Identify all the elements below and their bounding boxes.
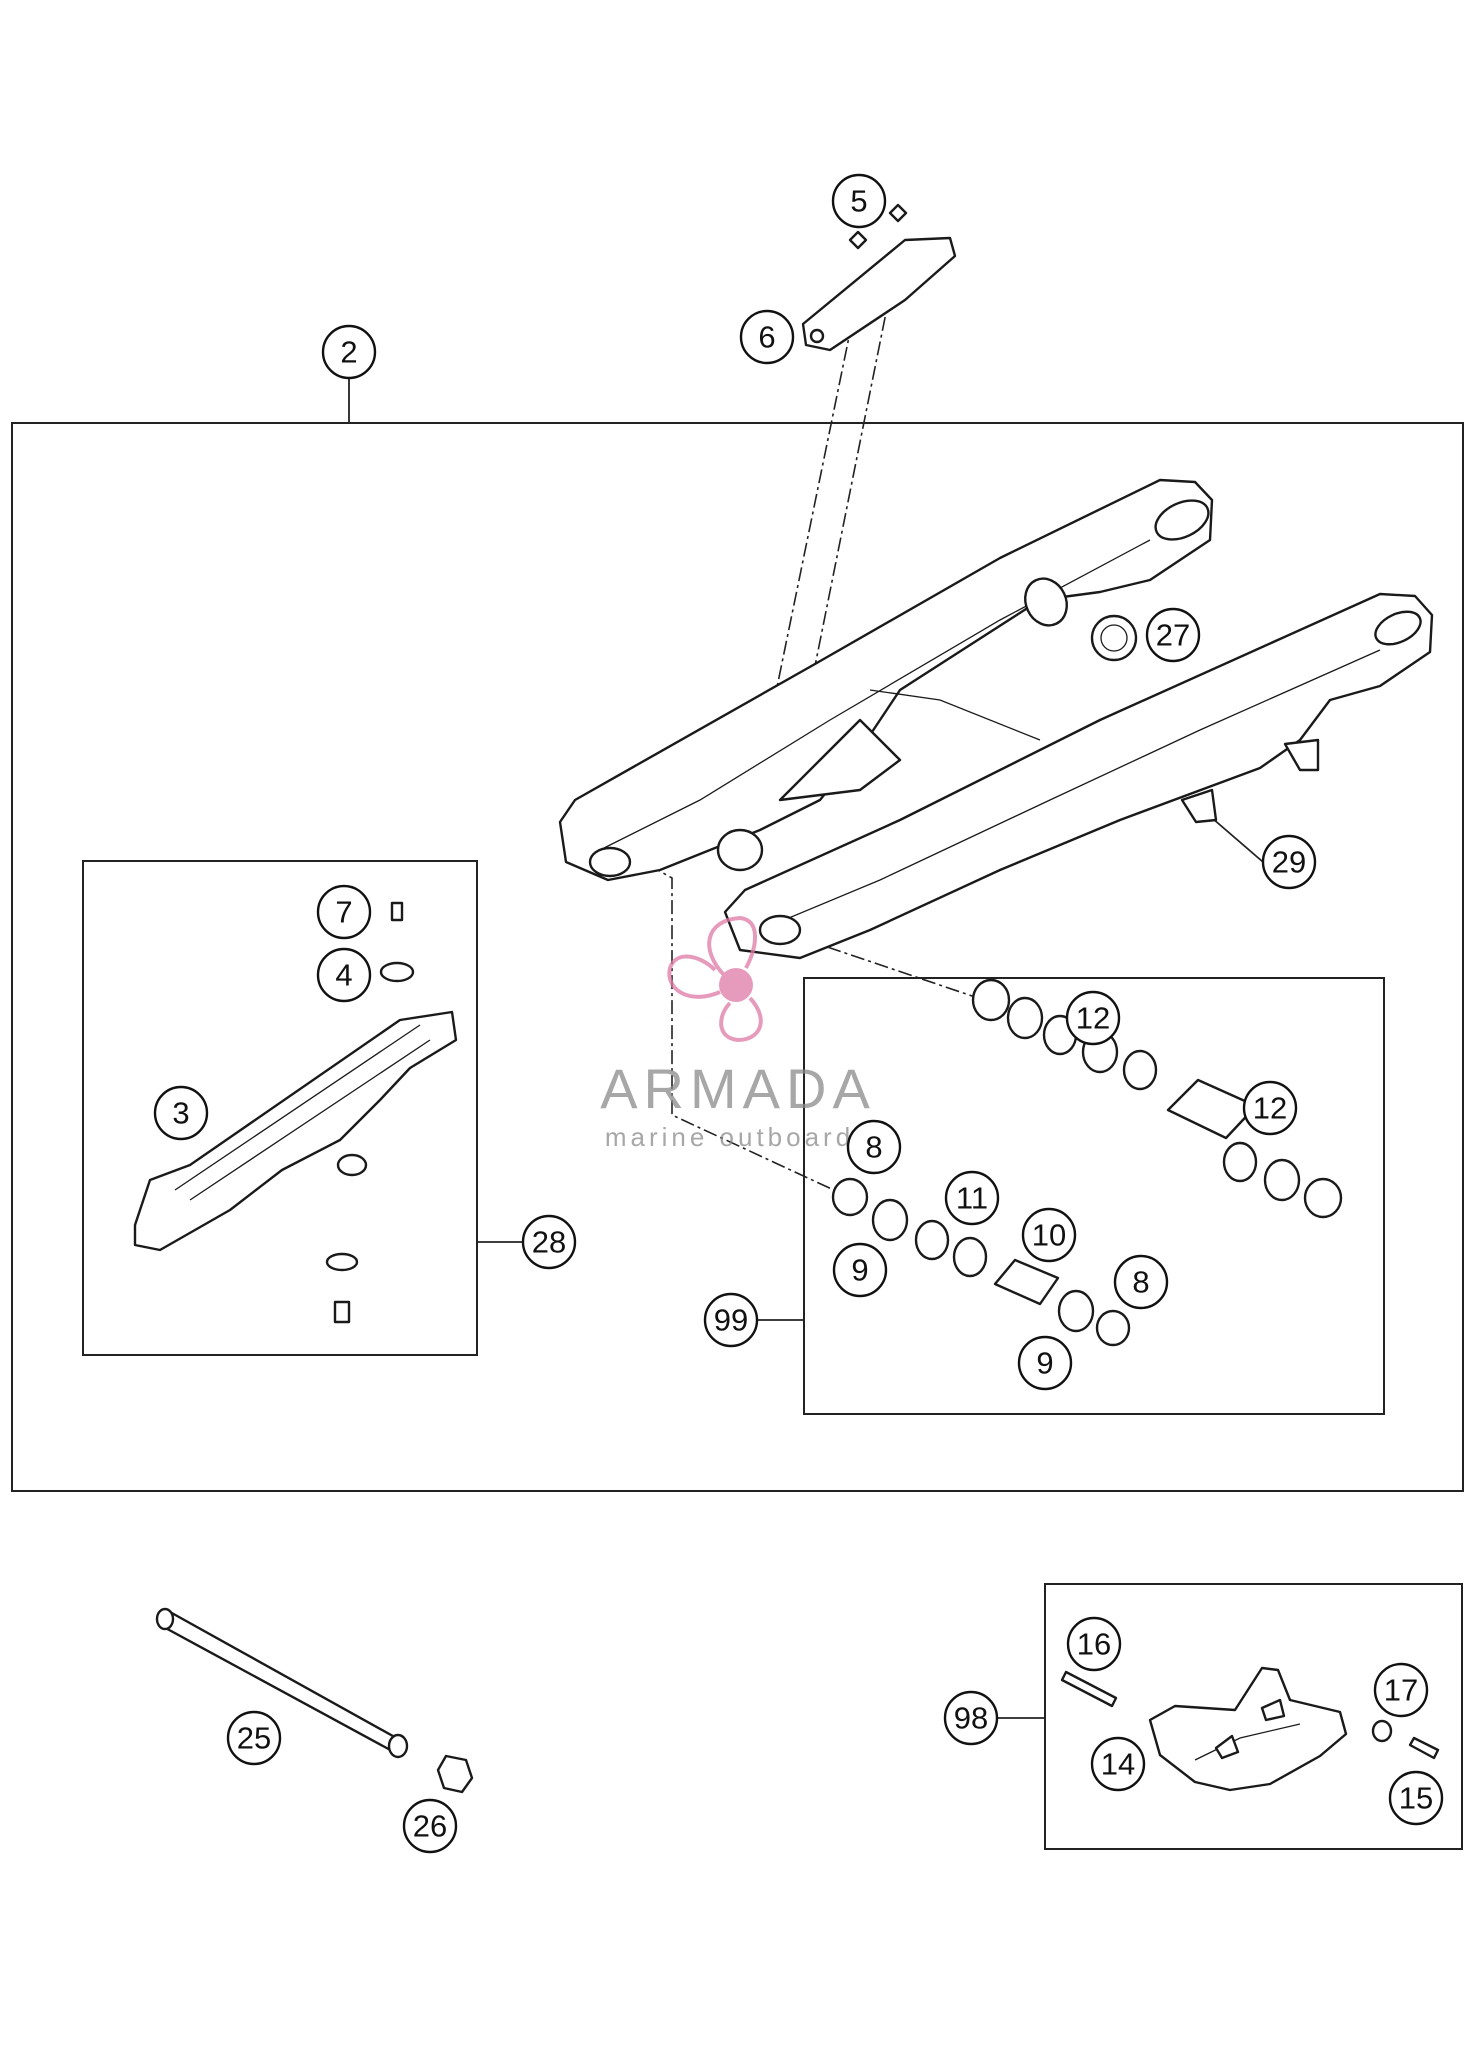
assembly-line-bolt-5b [814,267,896,667]
svg-text:99: 99 [714,1303,748,1338]
swingarm-assembly-frame [11,422,1464,1492]
callout-10: 10 [1021,1207,1077,1263]
callout-5: 5 [831,173,887,229]
callout-25: 25 [226,1710,282,1766]
svg-text:10: 10 [1032,1218,1066,1253]
chain-slider-kit-frame [82,860,478,1356]
svg-text:15: 15 [1399,1781,1433,1816]
svg-text:12: 12 [1076,1001,1110,1036]
callout-9-left: 9 [832,1242,888,1298]
assembly-line-bolt-5a [775,297,858,693]
svg-text:6: 6 [758,320,775,355]
svg-text:12: 12 [1253,1091,1287,1126]
svg-text:3: 3 [172,1096,189,1131]
svg-text:17: 17 [1384,1673,1418,1708]
watermark-brand: ARMADA [600,1057,876,1120]
callout-2: 2 [321,324,377,380]
svg-text:98: 98 [954,1701,988,1736]
armada-watermark: ARMADA marine outboards [600,915,876,1152]
leader-29 [1211,817,1264,863]
svg-text:25: 25 [237,1721,271,1756]
callout-6: 6 [739,309,795,365]
callout-3: 3 [153,1085,209,1141]
chain-slider [133,901,458,1324]
svg-text:16: 16 [1077,1627,1111,1662]
callout-14: 14 [1090,1736,1146,1792]
callout-12-right: 12 [1242,1080,1298,1136]
callout-28: 28 [521,1214,577,1270]
callout-11: 11 [944,1170,1000,1226]
callout-26: 26 [402,1798,458,1854]
svg-text:8: 8 [865,1130,882,1165]
callout-99: 99 [703,1292,759,1348]
callout-8-left: 8 [846,1119,902,1175]
svg-text:7: 7 [335,895,352,930]
swingarm [558,478,1434,960]
svg-text:14: 14 [1101,1747,1135,1782]
svg-text:27: 27 [1156,618,1190,653]
watermark-tagline: marine outboards [605,1122,871,1152]
swingarm-pivot-axle [155,1607,474,1794]
rubber-bumper [1090,614,1138,662]
chain-slider-guide [801,203,957,352]
svg-text:8: 8 [1132,1265,1149,1300]
armada-logo [667,915,763,1043]
callout-15: 15 [1388,1770,1444,1826]
svg-text:28: 28 [532,1225,566,1260]
svg-text:4: 4 [335,958,352,993]
svg-text:26: 26 [413,1809,447,1844]
callout-12-top: 12 [1065,990,1121,1046]
svg-text:5: 5 [850,184,867,219]
callout-4: 4 [316,947,372,1003]
svg-text:29: 29 [1272,845,1306,880]
callout-17: 17 [1373,1662,1429,1718]
chain-guide [1060,1666,1440,1792]
callout-29: 29 [1261,834,1317,890]
svg-text:2: 2 [340,335,357,370]
callout-27: 27 [1145,607,1201,663]
callout-16: 16 [1066,1616,1122,1672]
callout-7: 7 [316,884,372,940]
callout-8-right: 8 [1113,1254,1169,1310]
callout-9-right: 9 [1017,1335,1073,1391]
chain-guide-kit-frame [1044,1583,1463,1850]
svg-text:9: 9 [851,1253,868,1288]
bearing-kit-frame [803,977,1385,1415]
svg-text:11: 11 [956,1181,988,1216]
callout-98: 98 [943,1690,999,1746]
svg-text:9: 9 [1036,1346,1053,1381]
